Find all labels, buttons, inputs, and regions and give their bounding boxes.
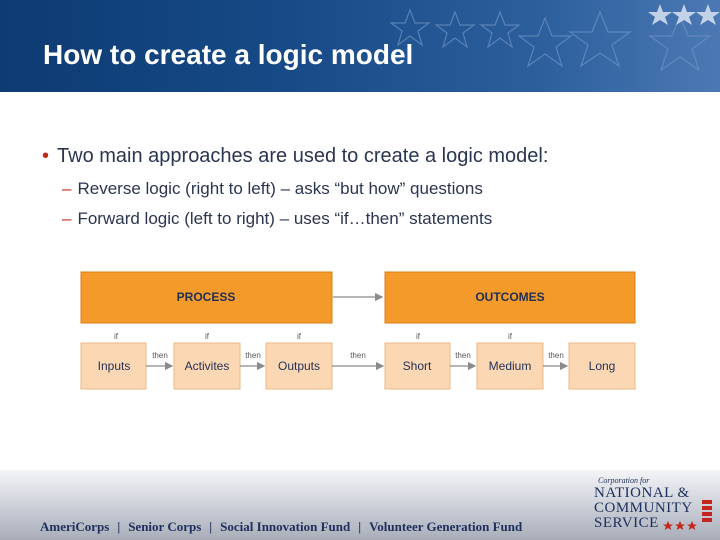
box-label: Inputs	[98, 359, 131, 373]
box-label: Medium	[489, 359, 532, 373]
logo-flag-stripes	[702, 500, 712, 530]
footer-separator: |	[209, 519, 213, 534]
then-label: then	[350, 351, 366, 360]
process-bar	[80, 271, 333, 324]
box-medium	[476, 342, 544, 390]
box-label: Short	[403, 359, 432, 373]
dash-icon: –	[62, 179, 72, 198]
footer-link-volunteer-generation-fund[interactable]: Volunteer Generation Fund	[369, 519, 523, 534]
box-long	[568, 342, 636, 390]
box-inputs	[80, 342, 147, 390]
then-label: then	[245, 351, 261, 360]
process-label: PROCESS	[177, 290, 236, 304]
box-outputs	[265, 342, 333, 390]
main-bullet-text: Two main approaches are used to create a…	[57, 145, 549, 167]
stars-decoration-icon	[389, 4, 720, 72]
logo-stars-icon	[663, 521, 697, 530]
logo-line-4: SERVICE	[594, 515, 659, 531]
box-short	[384, 342, 451, 390]
footer-separator: |	[117, 519, 121, 534]
then-label: then	[152, 351, 168, 360]
logo-line-2: NATIONAL &	[594, 485, 690, 501]
if-label: if	[114, 332, 119, 341]
footer-link-americorps[interactable]: AmeriCorps	[40, 519, 110, 534]
then-label: then	[455, 351, 471, 360]
cncs-logo: Corporation for NATIONAL & COMMUNITY SER…	[592, 476, 712, 536]
logo-line-1: Corporation for	[598, 476, 650, 485]
page-title: How to create a logic model	[43, 39, 414, 70]
sub-bullet-reverse: –Reverse logic (right to left) – asks “b…	[62, 179, 483, 199]
if-label: if	[205, 332, 210, 341]
if-label: if	[416, 332, 421, 341]
then-label: then	[548, 351, 564, 360]
box-activities	[173, 342, 241, 390]
box-label: Long	[589, 359, 616, 373]
outcomes-label: OUTCOMES	[475, 290, 544, 304]
footer-programs: AmeriCorps | Senior Corps | Social Innovatio…	[40, 519, 522, 535]
bullet-dot-icon: •	[42, 145, 50, 167]
sub-bullet-text: Reverse logic (right to left) – asks “bu…	[77, 179, 483, 198]
sub-bullet-text: Forward logic (left to right) – uses “if…	[77, 209, 493, 228]
outcomes-bar	[384, 271, 636, 324]
title-bar: How to create a logic model	[0, 0, 720, 92]
footer-link-senior-corps[interactable]: Senior Corps	[128, 519, 202, 534]
dash-icon: –	[62, 209, 72, 228]
box-label: Outputs	[278, 359, 320, 373]
footer-separator: |	[358, 519, 362, 534]
footer-link-social-innovation-fund[interactable]: Social Innovation Fund	[220, 519, 351, 534]
if-label: if	[508, 332, 513, 341]
logo-line-3: COMMUNITY	[594, 500, 693, 516]
sub-bullet-forward: –Forward logic (left to right) – uses “i…	[62, 209, 492, 229]
footer-band: AmeriCorps | Senior Corps | Social Innovatio…	[0, 470, 720, 540]
main-bullet: • Two main approaches are used to create …	[42, 145, 548, 168]
box-label: Activites	[185, 359, 230, 373]
if-label: if	[297, 332, 302, 341]
